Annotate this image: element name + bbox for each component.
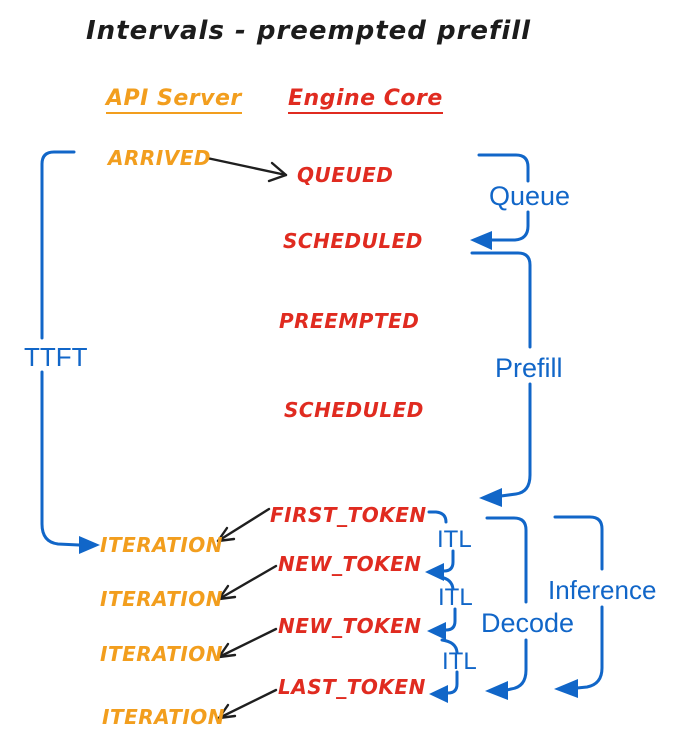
event-preempted: PREEMPTED (279, 309, 420, 333)
arrow-new-token-1-to-iteration (217, 564, 278, 601)
event-iteration-1: ITERATION (100, 533, 224, 557)
arrow-last-token-to-iteration (217, 688, 278, 720)
itl-bracket-2 (427, 575, 457, 640)
itl-arrowhead-icon (429, 685, 448, 703)
itl-arrowhead-icon (427, 622, 446, 640)
prefill-bracket (470, 251, 532, 507)
event-scheduled-2: SCHEDULED (284, 398, 424, 422)
queue-bracket (470, 153, 530, 250)
inference-bracket (553, 515, 604, 698)
diagram-title: Intervals - preempted prefill (86, 16, 532, 46)
inference-arrowhead-icon (554, 679, 578, 698)
event-iteration-3: ITERATION (100, 642, 224, 666)
arrow-arrived-to-queued (205, 156, 288, 183)
ttft-arrowhead-icon (79, 536, 100, 554)
arrow-new-token-2-to-iteration (217, 627, 278, 659)
arrow-first-token-to-iteration (216, 507, 271, 543)
interval-decode: Decode (481, 608, 575, 638)
decode-bracket (485, 516, 528, 700)
interval-prefill: Prefill (495, 353, 563, 383)
event-new-token-1: NEW_TOKEN (278, 552, 422, 576)
ttft-bracket (40, 150, 100, 554)
itl-bracket-3 (429, 638, 459, 703)
interval-itl-2: ITL (438, 584, 473, 611)
queue-arrowhead-icon (470, 231, 492, 250)
column-header-api-server: API Server (106, 88, 242, 114)
event-iteration-4: ITERATION (102, 705, 226, 729)
event-new-token-2: NEW_TOKEN (278, 614, 422, 638)
interval-ttft: TTFT (24, 342, 88, 372)
interval-queue: Queue (489, 181, 571, 211)
event-scheduled-1: SCHEDULED (283, 229, 423, 253)
event-last-token: LAST_TOKEN (278, 675, 426, 699)
event-first-token: FIRST_TOKEN (270, 503, 427, 527)
interval-itl-3: ITL (442, 648, 477, 675)
event-iteration-2: ITERATION (100, 587, 224, 611)
column-header-engine-core: Engine Core (288, 88, 443, 114)
prefill-arrowhead-icon (479, 488, 502, 507)
event-queued: QUEUED (297, 163, 394, 187)
event-arrived: ARRIVED (108, 146, 211, 170)
interval-itl-1: ITL (437, 526, 472, 553)
interval-inference: Inference (548, 575, 657, 605)
decode-arrowhead-icon (485, 681, 508, 700)
